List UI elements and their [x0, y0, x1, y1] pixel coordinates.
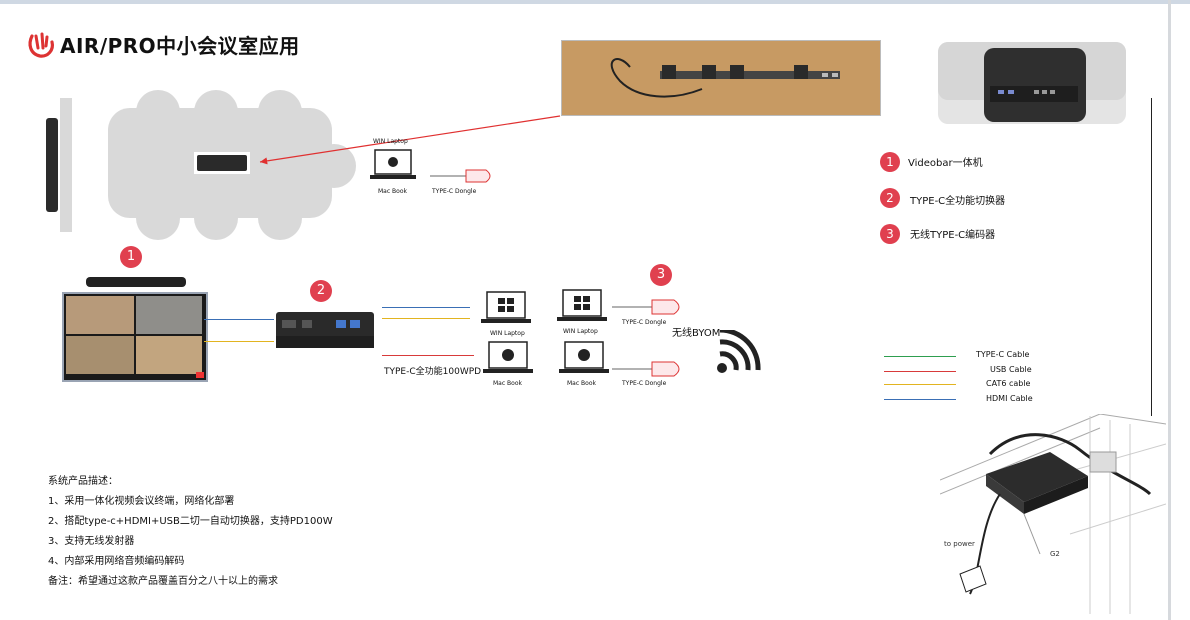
win-laptop-a-label: WIN Laptop [490, 330, 525, 337]
system-description: 系统产品描述： 1、采用一体化视频会议终端，网络化部署 2、搭配type-c+H… [48, 472, 333, 592]
byom-label: 无线BYOM [672, 328, 721, 339]
cable-key-swatch [884, 356, 956, 357]
dongle-b-label: TYPE-C Dongle [622, 380, 667, 387]
cable-key-swatch [884, 399, 956, 400]
description-item: 2、搭配type-c+HDMI+USB二切一自动切换器，支持PD100W [48, 516, 333, 527]
cat6-line [204, 341, 274, 342]
cat6-line [382, 318, 470, 319]
cable-box-illustration [610, 58, 840, 98]
description-item: 3、支持无线发射器 [48, 536, 135, 547]
switcher-device [276, 312, 374, 348]
under-table-device-photo [938, 42, 1126, 124]
end-call-icon [196, 372, 204, 378]
typec-dongle-icon [612, 299, 680, 315]
right-border [1168, 0, 1171, 620]
macbook-a-label: Mac Book [493, 380, 522, 387]
badge-switcher: 2 [310, 280, 332, 302]
cable-box-photo [561, 40, 881, 116]
top-border [0, 0, 1190, 4]
dongle-a-label: TYPE-C Dongle [622, 319, 667, 326]
wall-panel [60, 98, 72, 232]
windows-laptop-icon [557, 289, 607, 321]
wall-display [46, 118, 58, 212]
legend-label: 无线TYPE-C编码器 [910, 230, 996, 241]
cable-key-swatch [884, 371, 956, 372]
pointer-arrow [259, 115, 561, 165]
macbook-icon [483, 341, 533, 373]
legend-badge: 3 [880, 224, 900, 244]
wireless-icon [717, 330, 761, 373]
participant-tile [66, 336, 134, 374]
description-item: 4、内部采用网络音频编码解码 [48, 556, 185, 567]
macbook-icon [370, 149, 416, 179]
brand-logo-icon [28, 32, 54, 58]
cable-key-label: CAT6 cable [986, 379, 1031, 388]
g2-label: G2 [1050, 550, 1060, 558]
legend-badge: 1 [880, 152, 900, 172]
legend-label: TYPE-C全功能切换器 [910, 196, 1006, 207]
badge-videobar: 1 [120, 246, 142, 268]
usb-line [382, 355, 474, 356]
macbook-icon [559, 341, 609, 373]
description-heading: 系统产品描述： [48, 476, 118, 487]
divider-line [1151, 98, 1152, 416]
participant-tile [66, 296, 134, 334]
description-item: 1、采用一体化视频会议终端，网络化部署 [48, 496, 235, 507]
page-title: AIR/PRO中小会议室应用 [60, 34, 300, 58]
macbook-b-label: Mac Book [567, 380, 596, 387]
description-note: 备注：希望通过这款产品覆盖百分之八十以上的需求 [48, 576, 278, 587]
videobar-device [86, 277, 186, 287]
legend-label: Videobar一体机 [908, 158, 983, 169]
participant-tile [136, 296, 202, 334]
legend-badge: 2 [880, 188, 900, 208]
room-dongle-label: TYPE-C Dongle [432, 188, 477, 195]
typec-dongle-icon [612, 361, 680, 377]
typec-100w-label: TYPE-C全功能100WPD [384, 367, 482, 377]
cable-key-label: HDMI Cable [986, 394, 1033, 403]
badge-encoder: 3 [650, 264, 672, 286]
cable-key-label: TYPE-C Cable [976, 350, 1030, 359]
to-power-label: to power [944, 540, 975, 548]
videobar-mount-illustration [938, 42, 1126, 122]
participant-tile [136, 336, 202, 374]
room-win-laptop-label: WIN Laptop [373, 138, 408, 145]
cable-key-label: USB Cable [990, 365, 1032, 374]
cable-key-swatch [884, 384, 956, 385]
table-device [194, 152, 250, 174]
hdmi-line [204, 319, 274, 320]
room-macbook-label: Mac Book [378, 188, 407, 195]
installation-drawing [940, 414, 1166, 614]
room-dongle-icon [430, 169, 491, 183]
win-laptop-b-label: WIN Laptop [563, 328, 598, 335]
video-conference-screen [62, 292, 208, 382]
windows-laptop-icon [481, 291, 531, 323]
hdmi-line [382, 307, 470, 308]
